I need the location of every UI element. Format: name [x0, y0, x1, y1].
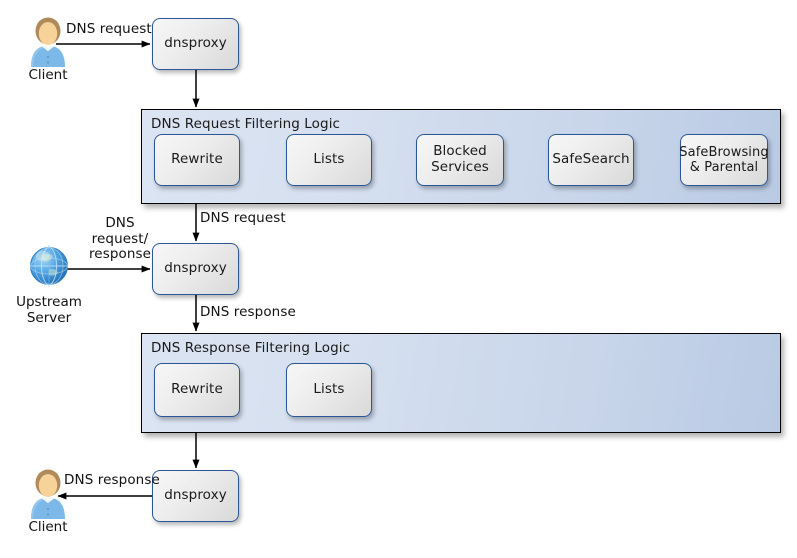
node-dnsproxy-bottom-label: dnsproxy: [164, 487, 227, 504]
container-request-filtering-title: DNS Request Filtering Logic: [151, 116, 341, 132]
node-dnsproxy-top[interactable]: dnsproxy: [152, 18, 239, 70]
stage-req-safebrowsing-parental[interactable]: SafeBrowsing & Parental: [679, 134, 769, 186]
globe-icon: [24, 241, 74, 291]
container-response-filtering-title: DNS Response Filtering Logic: [151, 340, 351, 356]
stage-req-lists[interactable]: Lists: [286, 134, 372, 186]
stage-req-safesearch[interactable]: SafeSearch: [548, 134, 634, 186]
node-dnsproxy-middle[interactable]: dnsproxy: [152, 243, 239, 295]
user-avatar-icon: [20, 466, 76, 520]
stage-req-lists-label: Lists: [313, 151, 345, 168]
stage-resp-rewrite[interactable]: Rewrite: [154, 363, 240, 417]
edge-label-upstream-to-dnsproxy-middle: DNS request/ response: [88, 215, 152, 263]
edge-label-dnsproxy-bottom-to-client: DNS response: [64, 472, 160, 488]
stage-req-rewrite[interactable]: Rewrite: [154, 134, 240, 186]
stage-req-safesearch-label: SafeSearch: [552, 151, 630, 168]
stage-req-safebrowsing-parental-label: SafeBrowsing & Parental: [679, 144, 769, 175]
client-top-caption: Client: [28, 67, 68, 83]
edge-label-request-filtering-to-dnsproxy-middle: DNS request: [200, 210, 286, 226]
stage-resp-lists-label: Lists: [313, 381, 345, 398]
stage-req-blocked-services[interactable]: Blocked Services: [416, 134, 504, 186]
node-dnsproxy-bottom[interactable]: dnsproxy: [152, 470, 239, 522]
stage-req-blocked-services-label: Blocked Services: [431, 143, 489, 175]
container-response-filtering: DNS Response Filtering Logic: [141, 333, 781, 433]
user-avatar-icon: [20, 14, 76, 68]
upstream-server-caption: Upstream Server: [16, 294, 82, 326]
edge-label-dnsproxy-middle-to-response-filtering: DNS response: [200, 304, 296, 320]
node-dnsproxy-top-label: dnsproxy: [164, 35, 227, 52]
stage-resp-rewrite-label: Rewrite: [171, 381, 223, 398]
node-dnsproxy-middle-label: dnsproxy: [164, 260, 227, 277]
stage-resp-lists[interactable]: Lists: [286, 363, 372, 417]
stage-req-rewrite-label: Rewrite: [171, 151, 223, 168]
edge-label-client-to-dnsproxy-top: DNS request: [66, 21, 152, 37]
client-bottom-caption: Client: [28, 519, 68, 535]
